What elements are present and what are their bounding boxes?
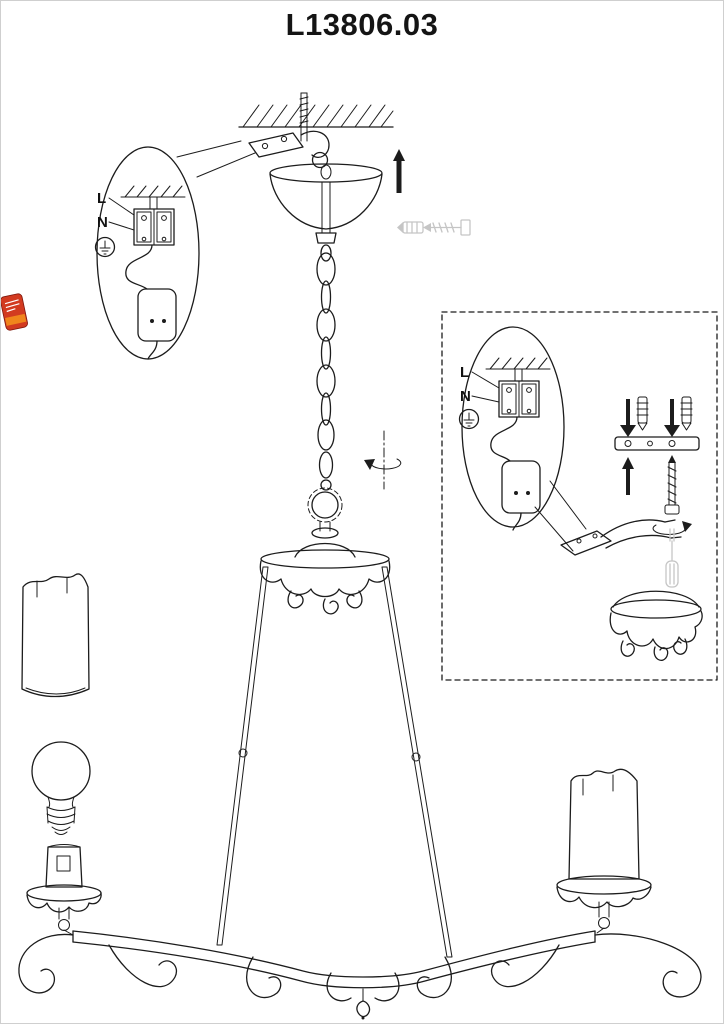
screwdriver-icon bbox=[665, 528, 679, 588]
neutral-label: N bbox=[97, 214, 108, 231]
wall-plug-icon bbox=[636, 396, 649, 431]
model-number-title: L13806.03 bbox=[285, 7, 439, 42]
down-arrow-icon bbox=[664, 399, 680, 437]
inset-box: L N bbox=[441, 311, 718, 681]
mounting-plate-wires bbox=[560, 519, 682, 556]
terminal-block bbox=[133, 208, 175, 246]
cord-connector bbox=[501, 460, 541, 514]
wall-plug-icon bbox=[680, 396, 693, 431]
chandelier-arm-frame bbox=[18, 930, 702, 1020]
screw-icon bbox=[664, 455, 680, 515]
wall-plug-icon bbox=[397, 221, 424, 234]
canopy-bowl bbox=[269, 163, 383, 244]
hanging-chain bbox=[316, 244, 336, 491]
terminal-block bbox=[498, 380, 540, 418]
up-arrow-icon bbox=[622, 457, 634, 495]
fixture-finial bbox=[307, 487, 343, 539]
fixture-canopy-plate bbox=[259, 542, 391, 615]
bulb-part bbox=[31, 741, 91, 835]
right-candle bbox=[556, 768, 652, 934]
rotation-arrow-icon bbox=[364, 430, 402, 490]
canopy-underside bbox=[609, 590, 703, 661]
wiring-callout-inset: L N bbox=[458, 326, 587, 552]
rotation-arrow-icon bbox=[652, 521, 692, 535]
drop-finial bbox=[356, 988, 371, 1020]
mounting-bracket-hook bbox=[248, 130, 330, 169]
up-arrow-icon bbox=[393, 149, 405, 193]
line-label: L bbox=[460, 364, 469, 381]
mounting-bar bbox=[614, 436, 700, 451]
anchor-mounting-diagram bbox=[614, 396, 700, 588]
wiring-callout-left: L N bbox=[94, 140, 256, 360]
neutral-label: N bbox=[460, 388, 471, 405]
hanging-ring bbox=[311, 151, 329, 169]
brand-sticker bbox=[1, 293, 28, 331]
earth-ground-icon bbox=[94, 236, 116, 258]
earth-ground-icon bbox=[458, 408, 480, 430]
support-rod-left bbox=[216, 566, 269, 946]
screw-icon bbox=[423, 219, 471, 236]
support-rod-right bbox=[381, 566, 453, 958]
cord-connector bbox=[137, 288, 177, 342]
left-candle-socket bbox=[26, 844, 102, 936]
ceiling-section bbox=[238, 92, 394, 142]
candle-sleeve-part bbox=[21, 573, 90, 698]
threaded-rod bbox=[299, 92, 309, 142]
down-arrow-icon bbox=[620, 399, 636, 437]
line-label: L bbox=[97, 190, 106, 207]
